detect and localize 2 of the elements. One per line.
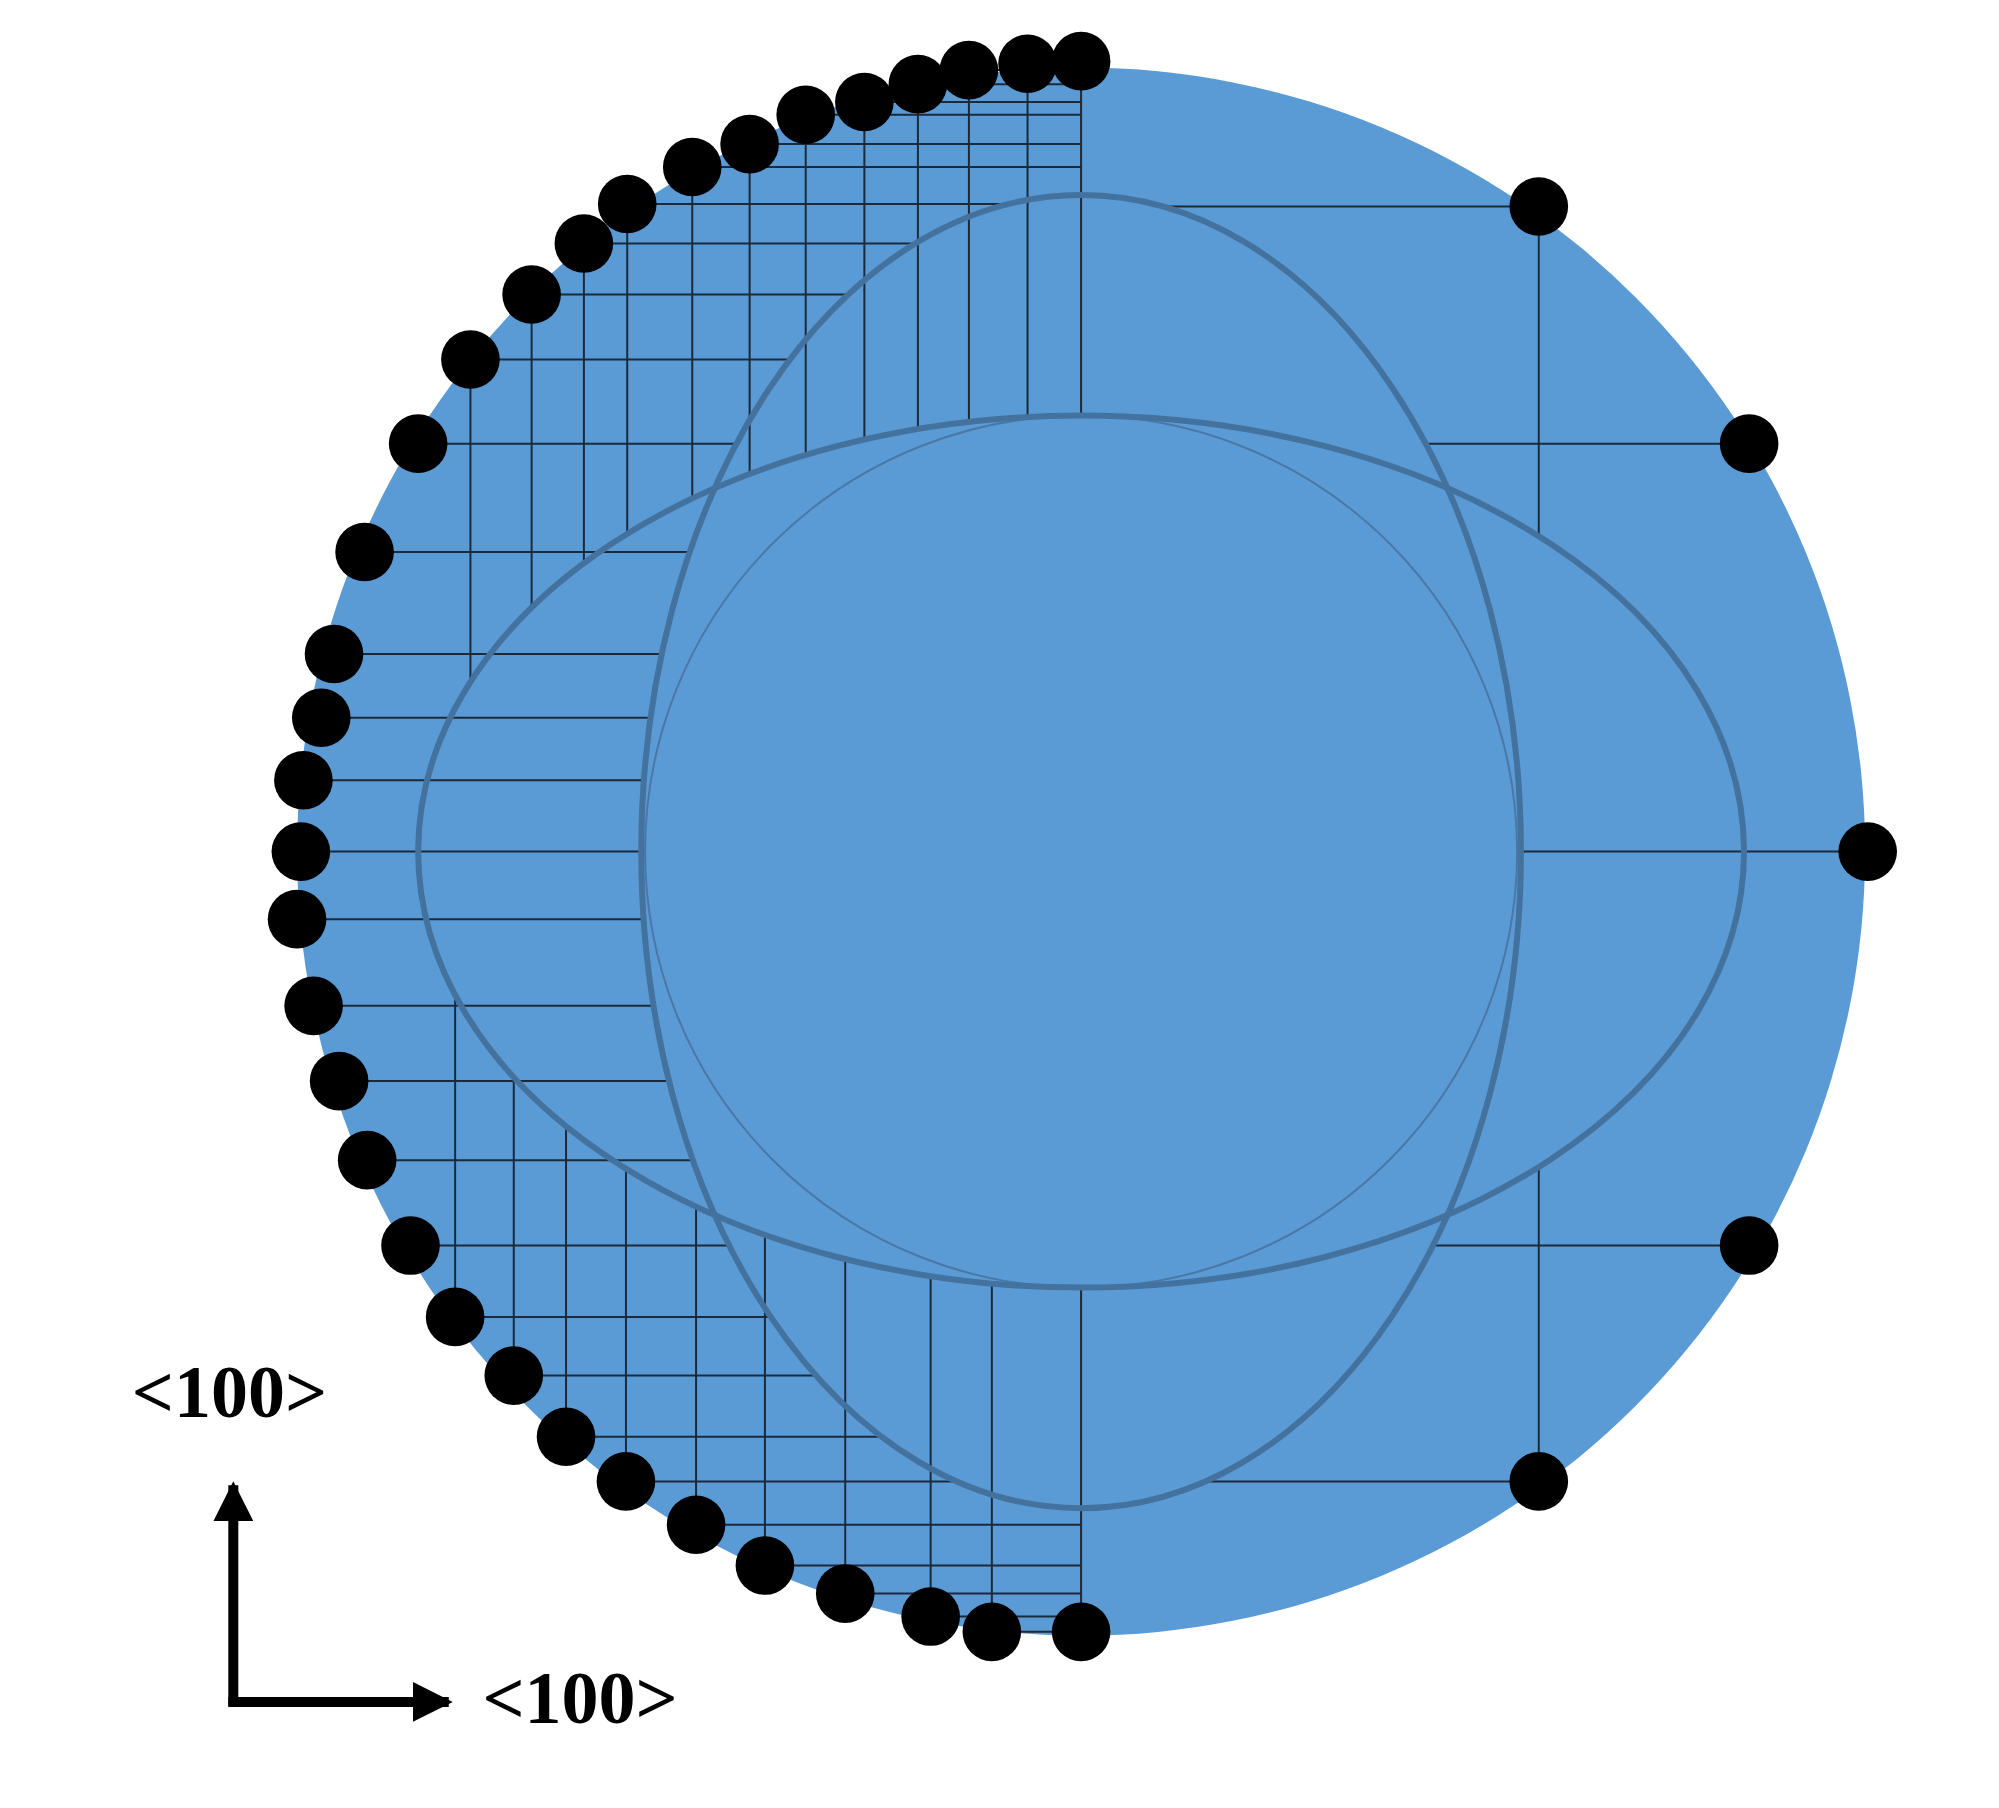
axis-label: <100> bbox=[482, 1661, 678, 1736]
axis-label: <100> bbox=[131, 1355, 328, 1430]
